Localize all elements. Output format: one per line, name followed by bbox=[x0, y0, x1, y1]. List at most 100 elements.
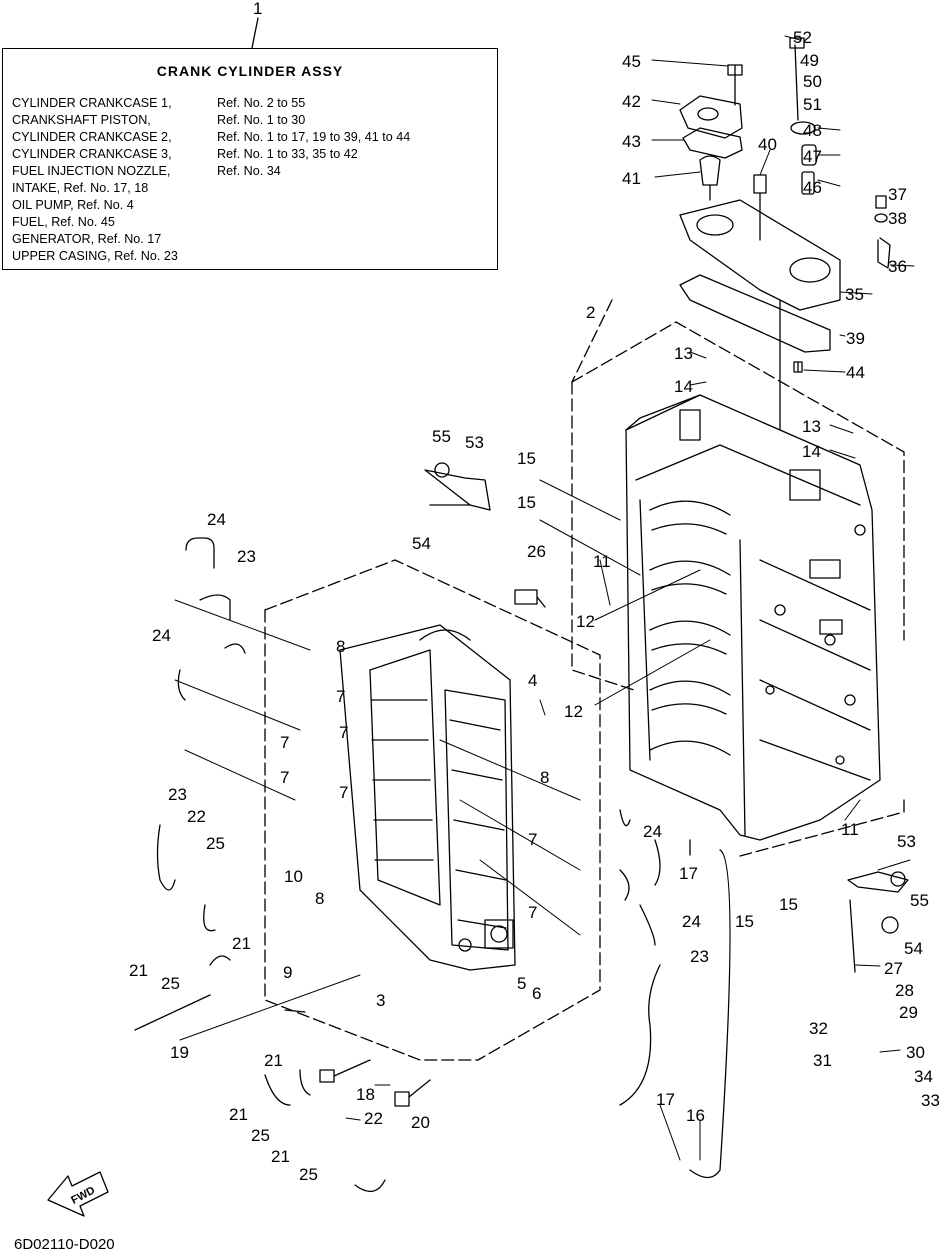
legend-row-ref bbox=[217, 180, 492, 197]
callout-number: 11 bbox=[593, 552, 611, 571]
callout-number: 36 bbox=[888, 257, 907, 276]
legend-row-ref bbox=[217, 231, 492, 248]
callout-number: 26 bbox=[527, 542, 546, 561]
drawing-code: 6D02110-D020 bbox=[14, 1236, 115, 1253]
callout-number: 12 bbox=[576, 612, 595, 631]
callout-number: 7 bbox=[336, 687, 345, 706]
callout-number: 7 bbox=[280, 733, 289, 752]
legend-box: CRANK CYLINDER ASSY CYLINDER CRANKCASE 1… bbox=[2, 48, 498, 270]
callout-number: 23 bbox=[690, 947, 709, 966]
callout-number: 7 bbox=[339, 783, 348, 802]
callout-number: 3 bbox=[376, 991, 385, 1010]
callout-number: 7 bbox=[339, 723, 348, 742]
legend-row: FUEL, Ref. No. 45 bbox=[12, 214, 492, 231]
callout-number: 14 bbox=[802, 442, 821, 461]
callout-number: 28 bbox=[895, 981, 914, 1000]
callout-number: 9 bbox=[283, 963, 292, 982]
callout-number: 23 bbox=[237, 547, 256, 566]
callout-number: 22 bbox=[187, 807, 206, 826]
callout-number: 5 bbox=[517, 974, 526, 993]
fwd-arrow bbox=[47, 1171, 109, 1217]
callout-number: 12 bbox=[564, 702, 583, 721]
callout-number: 24 bbox=[682, 912, 701, 931]
callout-number: 15 bbox=[517, 449, 536, 468]
legend-row-ref bbox=[217, 197, 492, 214]
callout-number: 55 bbox=[432, 427, 451, 446]
callout-number: 24 bbox=[152, 626, 171, 645]
callout-number: 25 bbox=[251, 1126, 270, 1145]
crankcase-1-block bbox=[625, 394, 881, 841]
callout-number: 7 bbox=[528, 903, 537, 922]
callout-number: 8 bbox=[336, 637, 345, 656]
callout-number: 13 bbox=[802, 417, 821, 436]
callout-number: 15 bbox=[517, 493, 536, 512]
callout-number: 7 bbox=[280, 768, 289, 787]
callout-number: 21 bbox=[229, 1105, 248, 1124]
callout-number: 48 bbox=[803, 121, 822, 140]
callout-number: 22 bbox=[364, 1109, 383, 1128]
legend-row-name: OIL PUMP, Ref. No. 4 bbox=[12, 198, 134, 212]
legend-leader-line bbox=[251, 17, 259, 49]
callout-number: 21 bbox=[129, 961, 148, 980]
callout-number: 14 bbox=[674, 377, 693, 396]
legend-row-name: FUEL, Ref. No. 45 bbox=[12, 215, 115, 229]
callout-number: 55 bbox=[910, 891, 929, 910]
legend-row-ref bbox=[217, 248, 492, 265]
callout-number: 51 bbox=[803, 95, 822, 114]
callout-number: 6 bbox=[532, 984, 541, 1003]
legend-row-name: GENERATOR, Ref. No. 17 bbox=[12, 232, 162, 246]
legend-row-ref: Ref. No. 1 to 30 bbox=[217, 113, 306, 127]
callout-number: 18 bbox=[356, 1085, 375, 1104]
callout-number: 40 bbox=[758, 135, 777, 154]
callout-number: 53 bbox=[465, 433, 484, 452]
callout-number: 4 bbox=[528, 671, 537, 690]
legend-row: FUEL INJECTION NOZZLE,Ref. No. 34 bbox=[12, 163, 492, 180]
legend-title: CRANK CYLINDER ASSY bbox=[156, 63, 344, 79]
callout-number: 25 bbox=[206, 834, 225, 853]
callout-number: 15 bbox=[779, 895, 798, 914]
callout-number: 44 bbox=[846, 363, 865, 382]
legend-row-name: CYLINDER CRANKCASE 3, bbox=[12, 147, 172, 161]
callout-number: 10 bbox=[284, 867, 303, 886]
callout-number: 32 bbox=[809, 1019, 828, 1038]
callout-number: 29 bbox=[899, 1003, 918, 1022]
legend-row: CYLINDER CRANKCASE 3, Ref. No. 1 to 33, 3… bbox=[12, 146, 492, 163]
callout-number: 11 bbox=[841, 820, 859, 839]
callout-number: 19 bbox=[170, 1043, 189, 1062]
callout-number: 15 bbox=[735, 912, 754, 931]
callout-number: 21 bbox=[264, 1051, 283, 1070]
callout-number: 27 bbox=[884, 959, 903, 978]
callout-number: 25 bbox=[299, 1165, 318, 1184]
legend-row: UPPER CASING, Ref. No. 23 bbox=[12, 248, 492, 265]
callout-number: 21 bbox=[232, 934, 251, 953]
callout-number: 23 bbox=[168, 785, 187, 804]
callout-number: 41 bbox=[622, 169, 641, 188]
callout-number: 49 bbox=[800, 51, 819, 70]
callout-number: 7 bbox=[528, 830, 537, 849]
callout-number: 13 bbox=[674, 344, 693, 363]
legend-row: CYLINDER CRANKCASE 2,Ref. No. 1 to 17, 1… bbox=[12, 129, 492, 146]
callout-number: 45 bbox=[622, 52, 641, 71]
legend-row: CRANKSHAFT PISTON,Ref. No. 1 to 30 bbox=[12, 112, 492, 129]
legend-row-name: UPPER CASING, Ref. No. 23 bbox=[12, 249, 178, 263]
legend-row-ref: Ref. No. 1 to 33, 35 to 42 bbox=[217, 147, 358, 161]
fwd-label: FWD bbox=[69, 1184, 97, 1206]
callout-number: 39 bbox=[846, 329, 865, 348]
callout-number: 42 bbox=[622, 92, 641, 111]
callout-number: 30 bbox=[906, 1043, 925, 1062]
legend-row: GENERATOR, Ref. No. 17 bbox=[12, 231, 492, 248]
callout-number: 34 bbox=[914, 1067, 933, 1086]
callout-number: 31 bbox=[813, 1051, 832, 1070]
callout-number: 54 bbox=[412, 534, 431, 553]
legend-row-name: CYLINDER CRANKCASE 1, bbox=[12, 96, 172, 110]
callout-number: 43 bbox=[622, 132, 641, 151]
callout-number: 20 bbox=[411, 1113, 430, 1132]
legend-row-ref: Ref. No. 1 to 17, 19 to 39, 41 to 44 bbox=[217, 130, 411, 144]
legend-box-number: 1 bbox=[253, 0, 262, 18]
callout-number: 47 bbox=[803, 147, 822, 166]
callout-number: 24 bbox=[643, 822, 662, 841]
